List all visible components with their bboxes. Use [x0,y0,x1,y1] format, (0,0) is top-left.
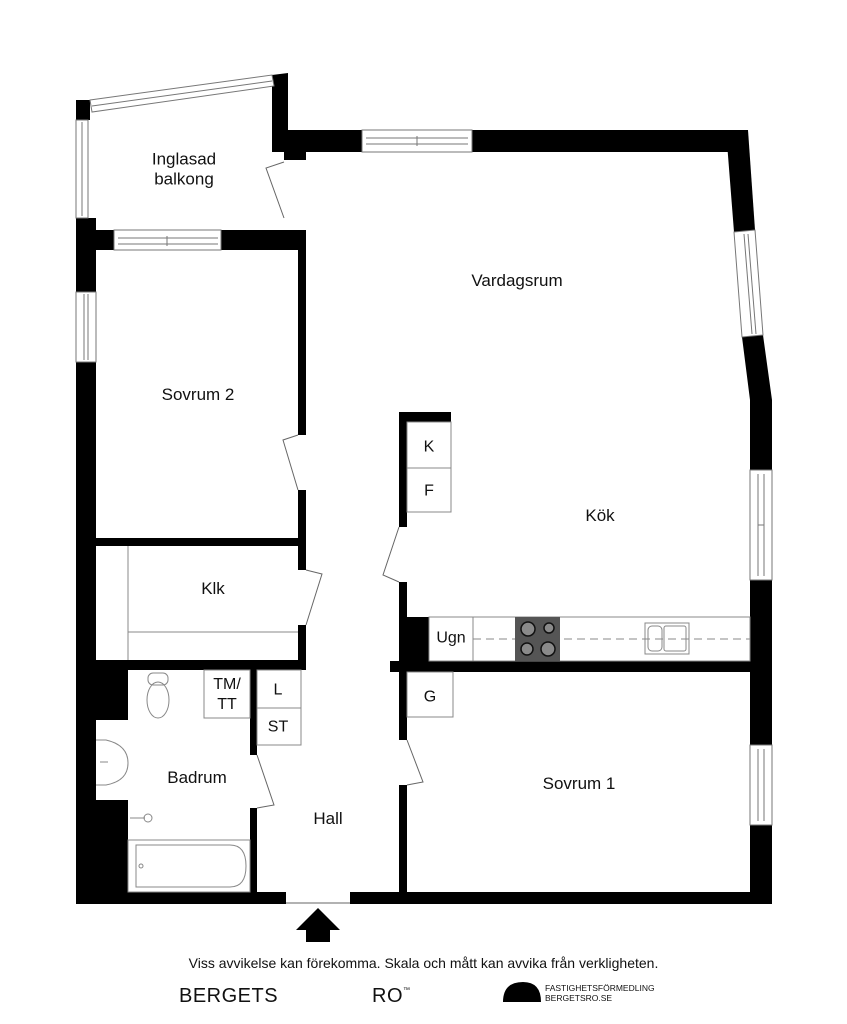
fixture-storage-label: ST [267,718,289,736]
fixture-freezer-label: F [424,482,434,500]
fixture-fridge-label: K [423,438,435,456]
fixture-oven-label: Ugn [436,629,466,647]
walls [76,73,772,904]
room-label-kitchen: Kök [585,505,615,525]
entrance-arrow-icon [296,908,340,942]
logo-dome-icon [503,982,541,1002]
room-label-balcony: Inglasad balkong [151,149,217,189]
agency-info: FASTIGHETSFÖRMEDLING BERGETSRO.SE [545,983,655,1003]
room-label-bedroom-2: Sovrum 2 [161,384,235,404]
brand-name-left: BERGETS [179,985,279,1007]
fixture-linen-label: L [273,681,283,699]
room-label-hall: Hall [313,808,343,828]
hob [515,617,560,661]
fixture-washer-dryer-label: TM/ TT [213,676,241,713]
fixture-wardrobe-label: G [423,688,437,706]
room-label-bathroom: Badrum [167,767,227,787]
room-label-living-room: Vardagsrum [471,270,563,290]
brand-name-right: RO™ [372,985,411,1007]
windows [75,74,773,826]
agency-line-2: BERGETSRO.SE [545,993,613,1003]
agency-line-1: FASTIGHETSFÖRMEDLING [545,983,655,993]
disclaimer-text: Viss avvikelse kan förekomma. Skala och … [188,955,659,971]
doors [256,161,424,904]
room-label-bedroom-1: Sovrum 1 [542,773,616,793]
room-label-closet: Klk [201,578,225,598]
